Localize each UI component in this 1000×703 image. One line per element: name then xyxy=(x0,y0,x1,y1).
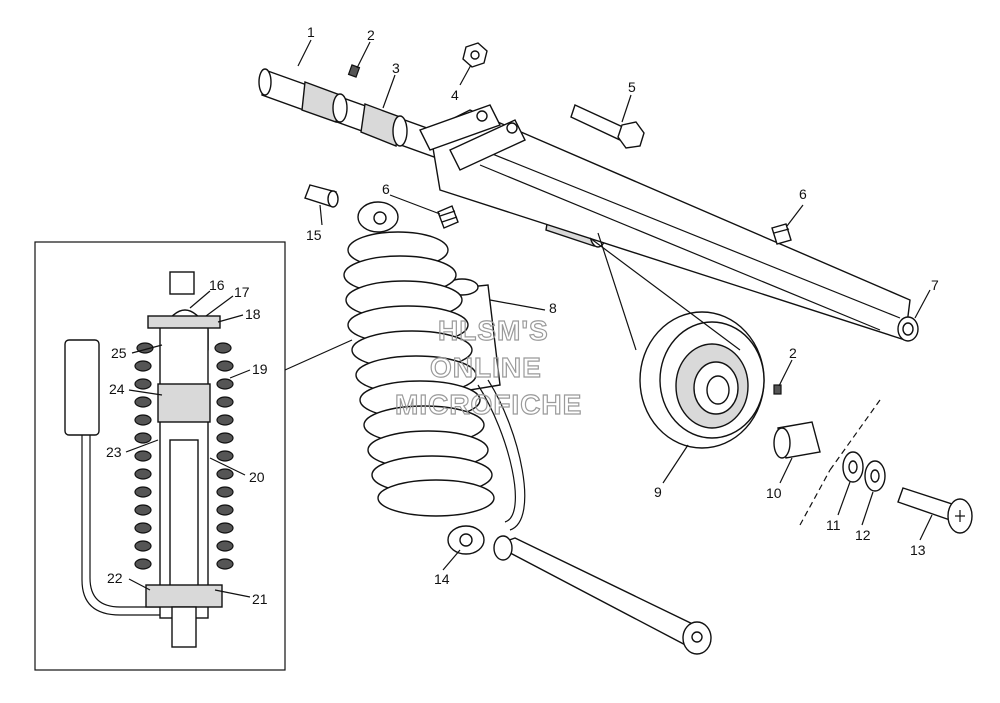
callout-6-right: 6 xyxy=(799,186,807,202)
grease-fitting-6-left xyxy=(437,205,459,229)
lower-arm xyxy=(493,535,712,655)
callout-17: 17 xyxy=(234,284,250,300)
inset-spring-left xyxy=(134,342,154,570)
callouts: 1 2 3 4 5 6 6 7 8 2 9 10 11 12 13 14 15 … xyxy=(106,24,939,607)
callout-3: 3 xyxy=(392,60,400,76)
bolt-13 xyxy=(897,487,973,534)
callout-22: 22 xyxy=(107,570,123,586)
spacer-10 xyxy=(773,421,821,459)
callout-19: 19 xyxy=(252,361,268,377)
washer-11 xyxy=(842,451,864,483)
callout-6-left: 6 xyxy=(382,181,390,197)
callout-12: 12 xyxy=(855,527,871,543)
callout-1: 1 xyxy=(307,24,315,40)
idler-wheel xyxy=(639,311,765,449)
washer-12 xyxy=(864,460,886,492)
bushing-15 xyxy=(304,184,339,208)
callout-23: 23 xyxy=(106,444,122,460)
grease-fitting-2-right xyxy=(773,384,782,395)
callout-2-right: 2 xyxy=(789,345,797,361)
bolt-5 xyxy=(570,104,645,149)
callout-18: 18 xyxy=(245,306,261,322)
watermark-line-2: ONLINE xyxy=(430,352,542,383)
callout-2: 2 xyxy=(367,27,375,43)
callout-16: 16 xyxy=(209,277,225,293)
callout-10: 10 xyxy=(766,485,782,501)
callout-5: 5 xyxy=(628,79,636,95)
callout-7: 7 xyxy=(931,277,939,293)
watermark-line-1: HLSM'S xyxy=(438,315,549,346)
grease-fitting-2-top xyxy=(347,64,361,78)
callout-15: 15 xyxy=(306,227,322,243)
callout-13: 13 xyxy=(910,542,926,558)
callout-21: 21 xyxy=(252,591,268,607)
cutaway-inset xyxy=(34,241,286,671)
callout-14: 14 xyxy=(434,571,450,587)
callout-20: 20 xyxy=(249,469,265,485)
callout-9: 9 xyxy=(654,484,662,500)
callout-8: 8 xyxy=(549,300,557,316)
inset-spring-right xyxy=(214,342,234,570)
grease-fitting-6-right xyxy=(771,223,792,245)
shock-absorber xyxy=(343,201,526,555)
swing-arm xyxy=(419,104,919,342)
nut-4 xyxy=(462,42,488,68)
callout-25: 25 xyxy=(111,345,127,361)
callout-24: 24 xyxy=(109,381,125,397)
leader-lines xyxy=(125,39,933,598)
coil-spring xyxy=(343,231,495,517)
watermark-line-3: MICROFICHE xyxy=(395,389,582,420)
watermark: HLSM'S ONLINE MICROFICHE xyxy=(394,314,582,420)
callout-4: 4 xyxy=(451,87,459,103)
callout-11: 11 xyxy=(826,517,841,533)
